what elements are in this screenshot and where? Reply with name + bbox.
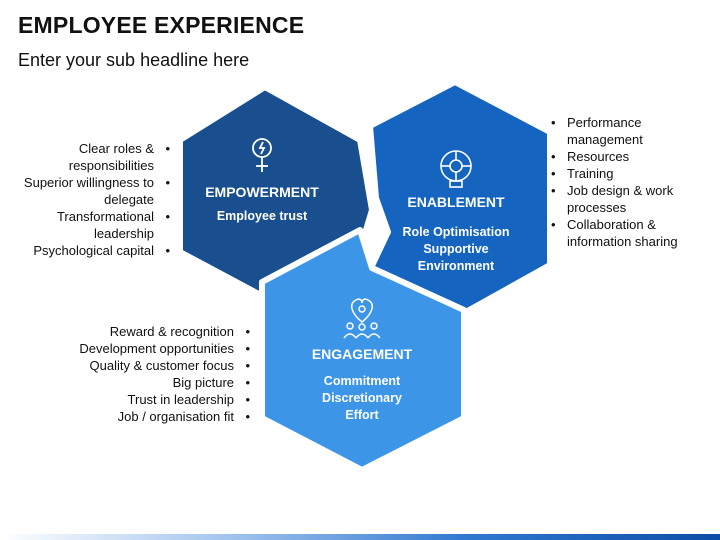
engagement-line-2: Discretionary xyxy=(322,391,402,405)
team-heart-icon xyxy=(343,298,381,339)
process-wheel-icon xyxy=(440,150,472,188)
enablement-line-1: Role Optimisation xyxy=(403,225,510,239)
list-item: Trust in leadership xyxy=(60,391,250,408)
enablement-factor-list: Performance management Resources Trainin… xyxy=(551,114,691,250)
list-item: Resources xyxy=(551,148,691,165)
list-item: Job / organisation fit xyxy=(60,408,250,425)
engagement-title: ENGAGEMENT xyxy=(312,346,413,362)
empowerment-factor-list: Clear roles & responsibilities Superior … xyxy=(10,140,170,259)
list-item: Training xyxy=(551,165,691,182)
list-item: Big picture xyxy=(60,374,250,391)
enablement-line-3: Environment xyxy=(418,259,495,273)
enablement-line-2: Supportive xyxy=(423,242,488,256)
list-item: Clear roles & responsibilities xyxy=(10,140,170,174)
engagement-line-1: Commitment xyxy=(324,374,401,388)
empowerment-line-1: Employee trust xyxy=(217,209,308,223)
female-power-icon xyxy=(252,138,272,172)
list-item: Superior willingness to delegate xyxy=(10,174,170,208)
empowerment-title: EMPOWERMENT xyxy=(205,184,319,200)
list-item: Quality & customer focus xyxy=(60,357,251,374)
list-item: Performance management xyxy=(551,114,691,148)
enablement-title: ENABLEMENT xyxy=(407,194,505,210)
list-item: Collaboration & information sharing xyxy=(551,216,691,250)
engagement-hexagon xyxy=(259,227,467,473)
list-item: Transformational leadership xyxy=(10,208,170,242)
list-item: Development opportunities xyxy=(60,340,250,357)
page-title: EMPLOYEE EXPERIENCE xyxy=(18,12,305,38)
engagement-factor-list: Reward & recognition Development opportu… xyxy=(60,323,250,425)
page-subtitle: Enter your sub headline here xyxy=(18,50,250,70)
list-item: Reward & recognition xyxy=(60,323,250,340)
list-item: Job design & work processes xyxy=(551,182,691,216)
engagement-line-3: Effort xyxy=(345,408,379,422)
list-item: Psychological capital xyxy=(10,242,170,259)
footer-accent-bar xyxy=(0,534,720,540)
